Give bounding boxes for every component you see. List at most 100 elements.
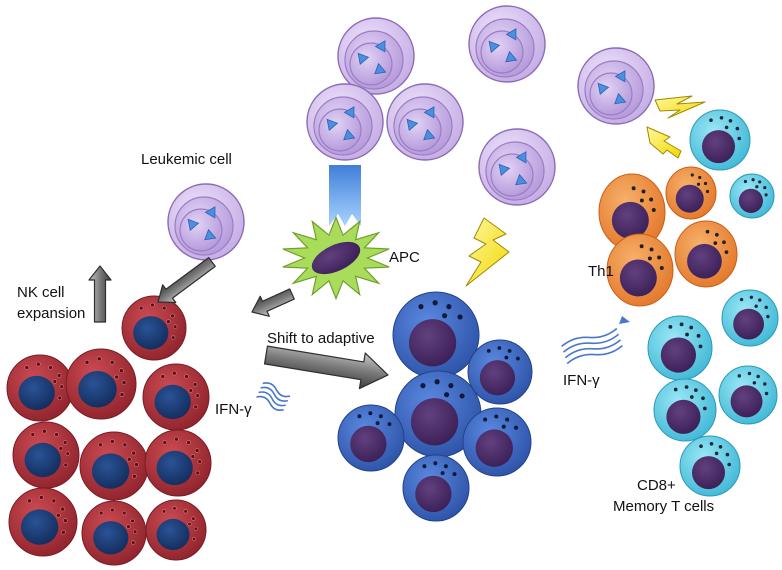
granule [724, 125, 729, 130]
granule [494, 414, 499, 419]
granule [755, 185, 759, 189]
granule [448, 383, 454, 389]
nk-cell-nucleus [133, 316, 169, 350]
nk-cell-nucleus [91, 453, 130, 489]
cd8-memory-cell [653, 378, 717, 442]
wave-line [258, 391, 286, 407]
granule [52, 379, 58, 384]
granule [197, 459, 203, 464]
granule [170, 313, 175, 319]
ifn-gamma-wave-right [561, 327, 623, 365]
adaptive-cell [467, 339, 533, 405]
granule [446, 304, 452, 310]
leukemic-cell [306, 83, 384, 161]
granule [161, 509, 167, 514]
cd8-cell-nucleus [660, 337, 697, 373]
granule [98, 442, 103, 448]
granule [684, 385, 689, 389]
antigen-triangle [187, 218, 200, 231]
antigen-triangle [505, 28, 517, 41]
granule [698, 175, 702, 180]
cd8-cell-nucleus [692, 456, 725, 490]
leukemic-cell-nucleus [490, 153, 534, 197]
antigen-triangle [488, 40, 501, 53]
cd8-memory-cell [718, 365, 778, 425]
leukemic-cell-nucleus [179, 208, 223, 252]
granule [747, 371, 752, 376]
nk-cell [142, 363, 210, 431]
granule [54, 432, 59, 437]
adaptive-cell [337, 404, 405, 472]
adaptive-cell-nucleus [410, 398, 459, 446]
antigen-triangle [515, 151, 527, 164]
granule [98, 510, 104, 516]
granule [743, 179, 748, 184]
granule [36, 361, 41, 367]
granule [42, 428, 47, 434]
granule [375, 421, 380, 426]
ifn-gamma-left-label: IFN-γ [215, 401, 252, 418]
granule [444, 392, 450, 398]
granule [126, 456, 132, 462]
granule [647, 256, 652, 261]
granule [516, 356, 520, 361]
nk-cell-nucleus [24, 442, 61, 478]
granule [368, 411, 373, 416]
nk-expansion-label-line1: NK cell [17, 284, 65, 301]
nk-cell [144, 429, 212, 497]
granule [764, 305, 768, 310]
antigen-triangle [343, 128, 356, 141]
granule [109, 359, 115, 365]
cd8-cell-nucleus [702, 130, 735, 164]
granule [122, 510, 127, 516]
apc-nucleus [311, 241, 361, 275]
granule [698, 344, 703, 349]
leukemic-cell-nucleus [398, 108, 442, 152]
granule [722, 240, 726, 245]
cd8-cell-nucleus [733, 308, 764, 340]
antigen-triangle [357, 52, 370, 65]
granule [752, 381, 757, 385]
antigen-triangle [204, 228, 217, 241]
granule [55, 512, 61, 518]
granule [172, 506, 177, 511]
nk-cell [65, 348, 137, 420]
granule [170, 335, 176, 340]
nk-cell [79, 431, 149, 501]
leukemic-cell-label: Leukemic cell [141, 151, 232, 168]
wave-line [260, 386, 289, 402]
granule [483, 417, 488, 422]
granule [63, 462, 69, 468]
nk-cell-nucleus [93, 521, 129, 555]
ifn-gamma-waves [256, 316, 630, 411]
cd8-memory-cell [729, 173, 775, 219]
granule [452, 472, 457, 477]
nk-cell [8, 487, 78, 557]
antigen-triangle [374, 62, 387, 75]
adaptive-cell [462, 407, 532, 477]
granule [130, 540, 136, 545]
wave-line [256, 395, 284, 411]
cytotoxic-bolts [465, 95, 706, 287]
granule [699, 444, 703, 449]
granule [514, 425, 519, 430]
granule [110, 507, 115, 513]
nk-cell-nucleus [20, 509, 59, 545]
granule [724, 250, 729, 254]
adaptive-cells [337, 291, 533, 522]
granule [679, 322, 684, 327]
granule [418, 304, 424, 310]
cd8-cell-nucleus [730, 385, 763, 418]
granule [501, 424, 506, 429]
granule [191, 536, 197, 542]
antigen-beam [329, 165, 361, 226]
granule [195, 393, 201, 398]
granule [65, 451, 71, 456]
cd8-memory-cells [647, 109, 779, 497]
granule [756, 374, 760, 379]
antigen-triangle [614, 70, 626, 83]
granule [737, 374, 742, 378]
granule [433, 461, 438, 466]
granule [122, 442, 128, 448]
granule [754, 304, 758, 308]
